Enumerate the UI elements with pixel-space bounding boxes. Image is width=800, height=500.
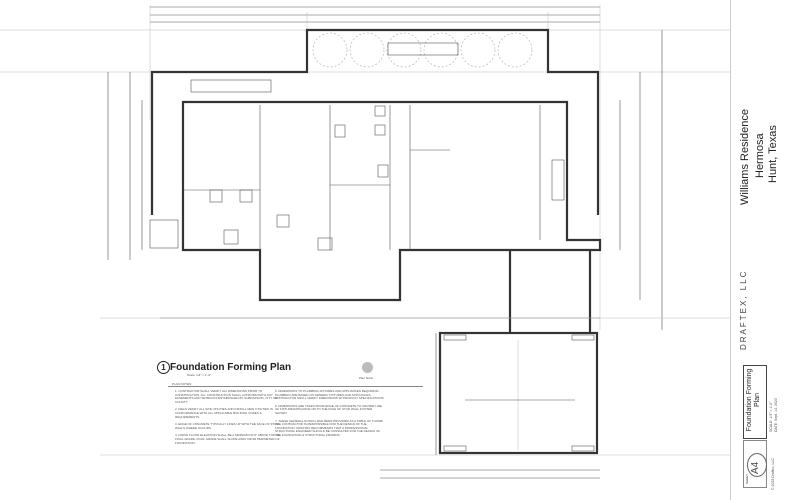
porch-piers <box>312 32 533 68</box>
company-name: DRAFTEX, LLC <box>739 269 748 350</box>
notes-column-left: 1. CONTRACTOR SHALL VERIFY ALL DIMENSION… <box>175 389 285 449</box>
plan-title: Foundation Forming Plan <box>170 362 292 373</box>
sheet-date: DATE: Sept. 14, 2023 <box>774 398 778 432</box>
copyright: © 2023 Draftex, LLC <box>771 458 775 490</box>
top-dimensions <box>0 5 730 330</box>
project-location: Hunt, Texas <box>767 125 779 183</box>
sheet-number-circle <box>747 453 767 477</box>
garage-slab <box>438 331 599 455</box>
plan-scale: Scale: 1/4" = 1'-0" <box>187 373 211 377</box>
plan-number-badge: 1 <box>157 361 170 374</box>
porch-slab <box>150 28 600 215</box>
plan-note: 6. DIMENSIONS ARE TAKEN FROM EDGE OF CON… <box>275 403 382 415</box>
plan-note: 2. FIELD VERIFY ALL SITE UTILITIES AND I… <box>175 407 273 419</box>
sheet-scale: SCALE: 1/4" = 1'-0" <box>769 401 773 433</box>
sheet-label: SHEET <box>745 473 749 484</box>
north-arrow-icon <box>362 362 373 373</box>
interior-walls <box>149 105 565 251</box>
notes-divider <box>168 386 423 387</box>
sheet-title-box: Foundation Forming Plan <box>743 365 767 439</box>
foundation-plan-drawing <box>0 5 730 479</box>
north-label: Plan North <box>359 376 374 380</box>
sheet-number: A4 <box>750 461 761 474</box>
plan-note: 7. THESE GENERAL NOTES HAVE BEEN PROVIDE… <box>275 418 384 437</box>
plan-note: 5. DIMENSIONS TO PLUMBING FIXTURES AND A… <box>275 389 385 401</box>
plan-note: 4. FINISH FLOOR ELEVATION SHALL BE A MIN… <box>175 433 280 445</box>
notes-column-right: 5. DIMENSIONS TO PLUMBING FIXTURES AND A… <box>275 389 385 442</box>
side-dimensions <box>107 30 663 479</box>
project-name: Williams Residence <box>739 109 751 205</box>
plan-note: 3. EDGE OF CONCRETE TYPICALLY LINES UP W… <box>175 422 279 430</box>
sheet-number-box: SHEET A4 <box>743 440 767 488</box>
plan-note: 1. CONTRACTOR SHALL VERIFY ALL DIMENSION… <box>175 389 278 404</box>
porch-note-box-left <box>190 79 272 93</box>
project-subdivision: Hermosa <box>754 133 766 178</box>
sheet-title: Foundation Forming Plan <box>746 368 761 432</box>
main-slab <box>181 100 602 302</box>
plan-notes-label: PLAN NOTES: <box>172 382 192 386</box>
porch-note-box <box>387 42 459 56</box>
title-block: Williams Residence Hermosa Hunt, Texas D… <box>730 0 800 500</box>
